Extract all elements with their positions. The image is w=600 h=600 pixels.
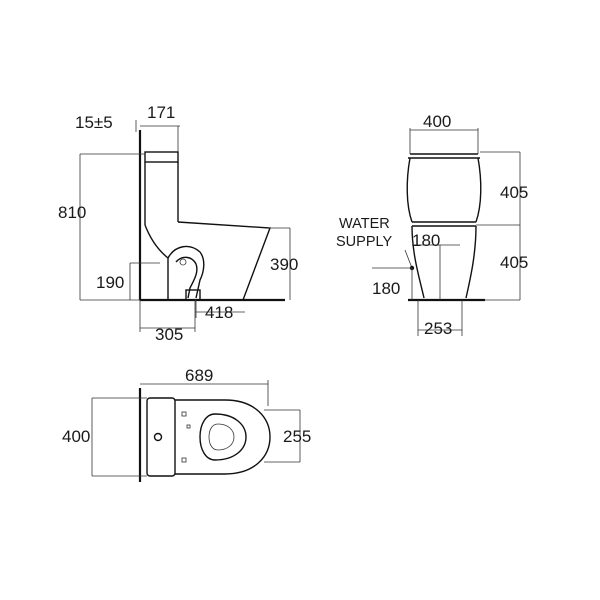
trap-detail	[179, 258, 187, 266]
dim-outlet-distance: 418	[205, 303, 233, 322]
flush-button	[153, 432, 163, 442]
bowl-inner-detail	[208, 423, 235, 451]
cistern-top	[146, 397, 176, 477]
water-supply-line	[404, 249, 413, 269]
dim-total-height: 810	[58, 203, 86, 222]
dim-top-width: 400	[62, 427, 90, 446]
dim-front-width: 400	[423, 112, 451, 131]
trapway	[167, 245, 205, 299]
water-supply-label-line-2: SUPPLY	[336, 234, 392, 250]
dim-rough-in: 305	[155, 325, 183, 344]
front-view: 400 405 405 WATER SUPPLY 180 180 253	[336, 112, 528, 338]
water-supply-label-line-1: WATER	[339, 216, 390, 232]
cistern-body	[144, 162, 179, 225]
seat-hinge-3	[186, 424, 191, 429]
side-view: 15±5 171 810 190 390 418 305	[58, 103, 298, 344]
dim-supply-height: 180	[372, 279, 400, 298]
dim-gap: 15±5	[75, 113, 113, 132]
cistern-outline	[144, 151, 179, 163]
dim-seat-height: 390	[270, 255, 298, 274]
outlet-pipe	[185, 289, 201, 301]
cistern-front	[406, 153, 482, 223]
top-view: 689 400 255	[62, 366, 311, 482]
dim-top-offset: 171	[147, 103, 175, 122]
dim-tank-height: 405	[500, 183, 528, 202]
dim-base-width: 253	[424, 319, 452, 338]
bowl-profile	[144, 221, 271, 301]
dim-rim-width: 255	[283, 427, 311, 446]
bowl-front	[411, 225, 477, 299]
seat-hinge-2	[181, 457, 187, 463]
dim-supply-offset: 180	[412, 231, 440, 250]
seat-hinge-1	[181, 411, 187, 417]
dim-bowl-height: 405	[500, 253, 528, 272]
dim-length: 689	[185, 366, 213, 385]
bowl-outline-top	[175, 399, 271, 475]
bowl-opening-top	[199, 413, 247, 461]
dim-outlet-height: 190	[96, 273, 124, 292]
